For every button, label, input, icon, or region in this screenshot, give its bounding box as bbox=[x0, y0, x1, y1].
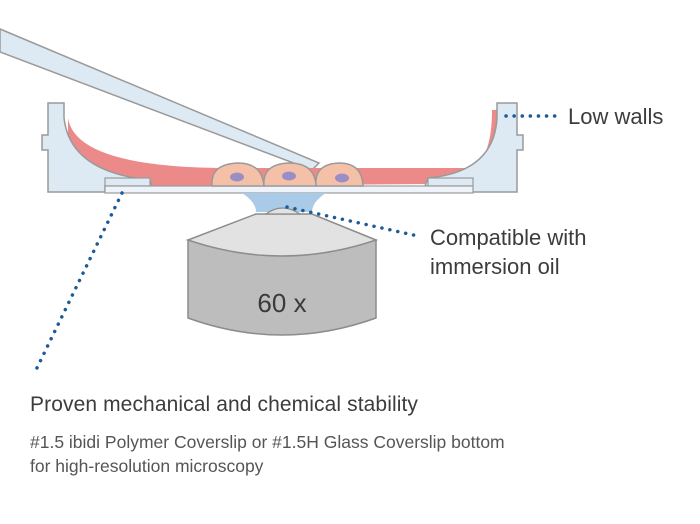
cell-nucleus bbox=[335, 173, 349, 183]
immersion-oil bbox=[242, 193, 326, 212]
caption-description: #1.5 ibidi Polymer Coverslip or #1.5H Gl… bbox=[30, 430, 670, 478]
objective-magnification: 60 x bbox=[257, 288, 306, 318]
caption-desc-line1: #1.5 ibidi Polymer Coverslip or #1.5H Gl… bbox=[30, 432, 505, 452]
culture-medium bbox=[68, 110, 500, 186]
label-immersion-line1: Compatible with bbox=[430, 225, 587, 250]
caption-title: Proven mechanical and chemical stability bbox=[30, 393, 419, 416]
label-immersion-line2: immersion oil bbox=[430, 254, 560, 279]
leader-coverslip bbox=[33, 191, 124, 374]
dish-left-wall bbox=[41, 102, 154, 193]
dish-right-wall bbox=[423, 102, 524, 193]
caption-desc-line2: for high-resolution microscopy bbox=[30, 456, 264, 476]
dish-ledge-left bbox=[104, 177, 151, 187]
objective-top bbox=[185, 213, 379, 257]
objective-lens: 60 x bbox=[185, 207, 379, 336]
cells bbox=[211, 162, 364, 187]
leader-immersion-oil bbox=[285, 205, 420, 238]
coverslip bbox=[104, 185, 474, 194]
dish-ledge-right bbox=[427, 177, 474, 187]
label-low-walls: Low walls bbox=[568, 104, 663, 129]
objective-body bbox=[187, 239, 377, 336]
objective-tip bbox=[264, 207, 302, 215]
cell-nucleus bbox=[230, 172, 244, 182]
cell-nucleus bbox=[282, 171, 296, 181]
